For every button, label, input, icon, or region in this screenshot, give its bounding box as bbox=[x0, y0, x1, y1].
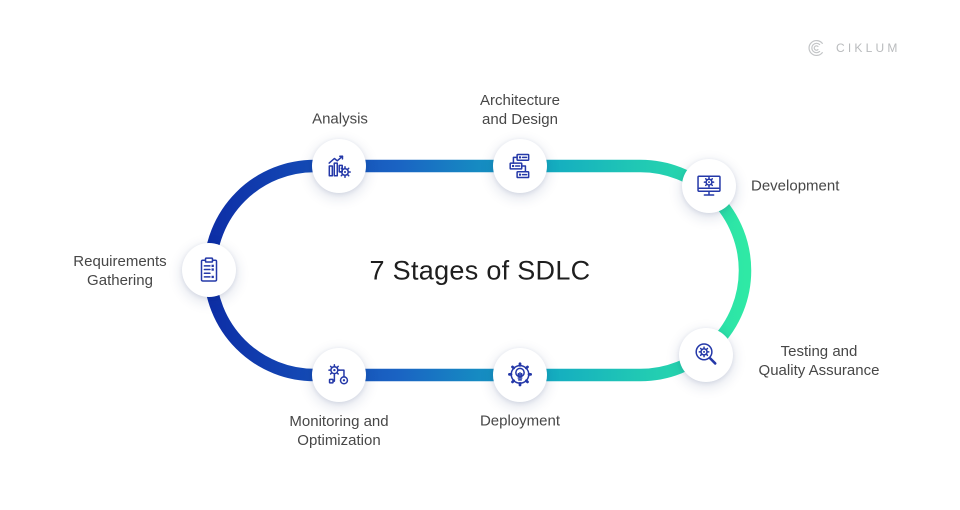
clipboard-checklist-icon bbox=[200, 257, 218, 282]
stage-node-testing-and-quality-assurance bbox=[679, 328, 733, 382]
stage-label-development: Development bbox=[751, 177, 840, 195]
gear-process-icon bbox=[328, 363, 349, 385]
stage-label-analysis: Analysis bbox=[312, 110, 368, 128]
monitor-gear-icon bbox=[697, 175, 721, 196]
stage-node-requirements-gathering bbox=[182, 243, 236, 297]
brand-name: CIKLUM bbox=[836, 41, 901, 55]
stage-label-monitoring-and-optimization: Monitoring and Optimization bbox=[289, 413, 389, 449]
flow-blocks-icon bbox=[509, 153, 530, 179]
bar-chart-growth-gear-icon bbox=[328, 155, 351, 178]
stage-label-requirements-gathering: Requirements Gathering bbox=[73, 253, 167, 289]
stage-node-deployment bbox=[493, 348, 547, 402]
diagram-title: 7 Stages of SDLC bbox=[369, 255, 591, 286]
stage-label-deployment: Deployment bbox=[479, 412, 561, 430]
stage-label-architecture-and-design: Architecture and Design bbox=[479, 92, 561, 128]
gear-lightbulb-icon bbox=[508, 362, 532, 387]
stage-label-testing-and-quality-assurance: Testing and Quality Assurance bbox=[758, 343, 880, 379]
stage-node-monitoring-and-optimization bbox=[312, 348, 366, 402]
magnifier-gear-icon bbox=[695, 343, 717, 365]
stage-node-analysis bbox=[312, 139, 366, 193]
stage-node-architecture-and-design bbox=[493, 139, 547, 193]
stage-node-development bbox=[682, 159, 736, 213]
brand-logo: CIKLUM bbox=[806, 37, 901, 59]
ciklum-arcs-icon bbox=[808, 39, 823, 57]
